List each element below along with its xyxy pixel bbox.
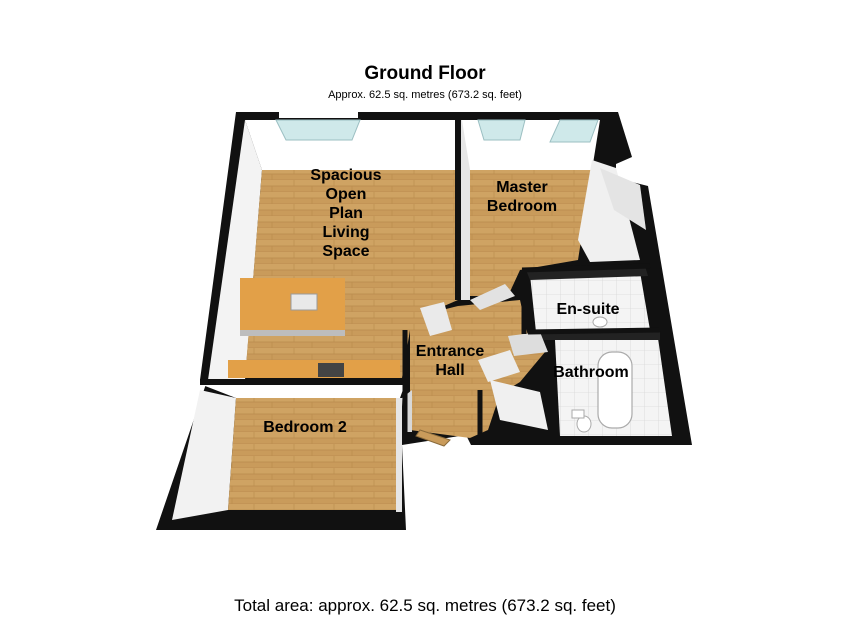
master-window-left (477, 119, 526, 141)
kitchen-worktop (228, 360, 400, 378)
hob (318, 363, 344, 377)
hall-partition-3 (478, 350, 520, 382)
ensuite-toilet (592, 316, 608, 328)
bedroom2-left-wall (172, 390, 236, 520)
master-floor (470, 170, 592, 296)
front-door (415, 429, 451, 447)
bedroom2-back-wall (200, 384, 405, 398)
hall-partition-2 (470, 284, 515, 310)
sink (290, 293, 318, 311)
bathroom-basin (571, 409, 585, 419)
room-label-bathroom: Bathroom (553, 364, 629, 381)
room-label-master-bedroom: Master Bedroom (486, 179, 558, 215)
hall-cupboard (508, 332, 548, 356)
floor-area-subtitle: Approx. 62.5 sq. metres (673.2 sq. feet) (328, 89, 522, 101)
bedroom2-floor (228, 398, 400, 510)
hall-partition-1 (420, 302, 452, 336)
room-label-bedroom-2: Bedroom 2 (263, 419, 347, 436)
room-label-ensuite: En-suite (556, 301, 620, 318)
master-window-right (549, 119, 599, 143)
total-area-caption: Total area: approx. 62.5 sq. metres (673… (234, 596, 616, 615)
entrance-floor (410, 300, 545, 438)
room-label-living: Spacious Open Plan Living Space (310, 167, 382, 260)
hall-partition-4 (490, 380, 548, 430)
bath-tub (597, 351, 633, 429)
ensuite-room (530, 272, 650, 332)
wardrobe-wall (578, 160, 640, 262)
room-label-entrance-hall: Entrance Hall (415, 343, 485, 379)
living-window (275, 119, 361, 141)
floor-title: Ground Floor (364, 63, 486, 84)
